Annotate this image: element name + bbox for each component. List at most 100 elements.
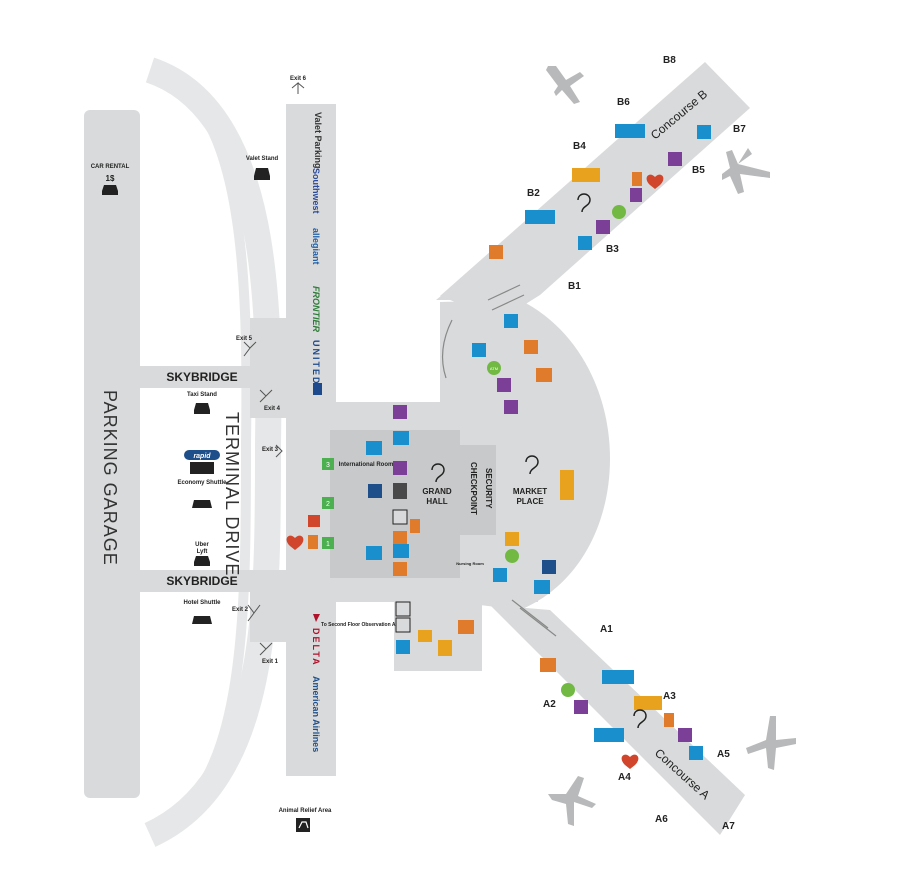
restroom-icon[interactable]	[602, 670, 634, 684]
police-icon[interactable]	[368, 484, 382, 498]
shops-icon[interactable]	[634, 696, 662, 710]
elevator-icon[interactable]	[393, 483, 407, 499]
phone-icon[interactable]	[410, 519, 420, 533]
exit-5[interactable]: Exit 5	[236, 336, 257, 357]
shops-icon[interactable]	[536, 368, 552, 382]
gate-a5[interactable]: A5	[717, 749, 730, 760]
atm-icon[interactable]	[487, 361, 501, 375]
stairs-icon[interactable]	[392, 509, 408, 525]
wheelchair-icon[interactable]	[542, 560, 556, 574]
ground-transport: Valet Stand Taxi Stand rapid Economy Shu…	[177, 156, 279, 624]
hearing-loop-icon[interactable]	[577, 193, 591, 213]
services-icon[interactable]	[678, 728, 692, 742]
services-icon[interactable]	[497, 378, 511, 392]
restroom-icon[interactable]	[393, 544, 409, 558]
gate-b2[interactable]: B2	[527, 188, 540, 199]
gate-a1[interactable]: A1	[600, 624, 613, 635]
gate-a2[interactable]: A2	[543, 699, 556, 710]
hearing-loop-icon[interactable]	[633, 709, 647, 729]
checkpoint-1-icon[interactable]	[322, 537, 334, 549]
phone-icon[interactable]	[632, 172, 642, 186]
services-icon[interactable]	[630, 188, 642, 202]
atm-icon[interactable]	[505, 549, 519, 563]
gate-b6[interactable]: B6	[617, 97, 630, 108]
checkpoint-2-label: 2	[326, 501, 330, 508]
shops-icon[interactable]	[458, 620, 474, 634]
restroom-icon[interactable]	[504, 314, 518, 328]
hearing-loop-icon[interactable]	[525, 455, 539, 475]
exit-4-label: Exit 4	[264, 406, 281, 412]
shops-icon[interactable]	[393, 531, 407, 545]
gate-a6[interactable]: A6	[655, 814, 668, 825]
atm-label: ATM	[490, 366, 498, 371]
gate-a7[interactable]: A7	[722, 821, 735, 832]
hearing-loop-icon[interactable]	[431, 463, 445, 483]
stairs-icon[interactable]	[395, 617, 411, 633]
shops-icon[interactable]	[572, 168, 600, 182]
info-icon[interactable]	[308, 515, 320, 527]
restroom-icon[interactable]	[578, 236, 592, 250]
phone-icon[interactable]	[308, 535, 318, 549]
animal-relief-icon[interactable]	[296, 818, 310, 832]
services-icon[interactable]	[668, 152, 682, 166]
gate-b8[interactable]: B8	[663, 55, 676, 66]
parking-garage[interactable]	[84, 110, 140, 798]
checkpoint-2-icon[interactable]	[322, 497, 334, 509]
restroom-icon[interactable]	[594, 728, 624, 742]
airline-allegiant: allegiant	[311, 228, 321, 265]
gate-a4[interactable]: A4	[618, 772, 631, 783]
coffee-icon[interactable]	[418, 630, 432, 642]
skybridge-top[interactable]	[140, 366, 288, 388]
airline-delta: DELTA	[311, 628, 321, 667]
services-icon[interactable]	[504, 400, 518, 414]
stairs-icon[interactable]	[395, 601, 411, 617]
defibrillator-icon[interactable]	[286, 535, 304, 550]
checkpoint-3-icon[interactable]	[322, 458, 334, 470]
restroom-icon[interactable]	[493, 568, 507, 582]
services-icon[interactable]	[574, 700, 588, 714]
dining-icon[interactable]	[560, 470, 574, 500]
phone-icon[interactable]	[664, 713, 674, 727]
services-icon[interactable]	[393, 461, 407, 475]
concourse-a[interactable]	[490, 605, 745, 835]
shops-icon[interactable]	[524, 340, 538, 354]
shops-icon[interactable]	[489, 245, 503, 259]
atm-icon[interactable]	[612, 205, 626, 219]
exit-1[interactable]: Exit 1	[259, 642, 279, 665]
restroom-icon[interactable]	[697, 125, 711, 139]
restroom-icon[interactable]	[534, 580, 550, 594]
services-icon[interactable]	[596, 220, 610, 234]
concourse-b[interactable]	[440, 62, 750, 320]
coffee-icon[interactable]	[505, 532, 519, 546]
restroom-icon[interactable]	[366, 546, 382, 560]
shops-icon[interactable]	[540, 658, 556, 672]
exit-3[interactable]: Exit 3	[262, 444, 283, 458]
gate-b3[interactable]: B3	[606, 244, 619, 255]
exit-6[interactable]: Exit 6	[290, 76, 307, 94]
gate-a3[interactable]: A3	[663, 691, 676, 702]
services-icon[interactable]	[393, 405, 407, 419]
services-icon[interactable]	[396, 640, 410, 654]
gate-b4[interactable]: B4	[573, 141, 586, 152]
restroom-icon[interactable]	[366, 441, 382, 455]
dining-icon[interactable]	[438, 640, 452, 656]
restroom-icon[interactable]	[525, 210, 555, 224]
restroom-icon[interactable]	[393, 431, 409, 445]
restroom-icon[interactable]	[689, 746, 703, 760]
exit-4[interactable]: Exit 4	[259, 389, 281, 412]
restroom-icon[interactable]	[615, 124, 645, 138]
exit-6-label: Exit 6	[290, 76, 307, 82]
defibrillator-icon[interactable]	[646, 174, 664, 189]
restroom-icon[interactable]	[472, 343, 486, 357]
gate-b7[interactable]: B7	[733, 124, 746, 135]
exit-2[interactable]: Exit 2	[232, 604, 261, 622]
dining-icon[interactable]	[393, 562, 407, 576]
airline-united: UNITED	[311, 340, 321, 386]
defibrillator-icon[interactable]	[621, 754, 639, 769]
skybridge-bottom[interactable]	[140, 570, 288, 592]
door-icon	[275, 444, 283, 458]
exit-markers: Exit 6 Exit 5 Exit 4 Exit 3 Exit 2 Exit …	[232, 76, 307, 665]
gate-b5[interactable]: B5	[692, 165, 705, 176]
atm-icon[interactable]	[561, 683, 575, 697]
gate-b1[interactable]: B1	[568, 281, 581, 292]
